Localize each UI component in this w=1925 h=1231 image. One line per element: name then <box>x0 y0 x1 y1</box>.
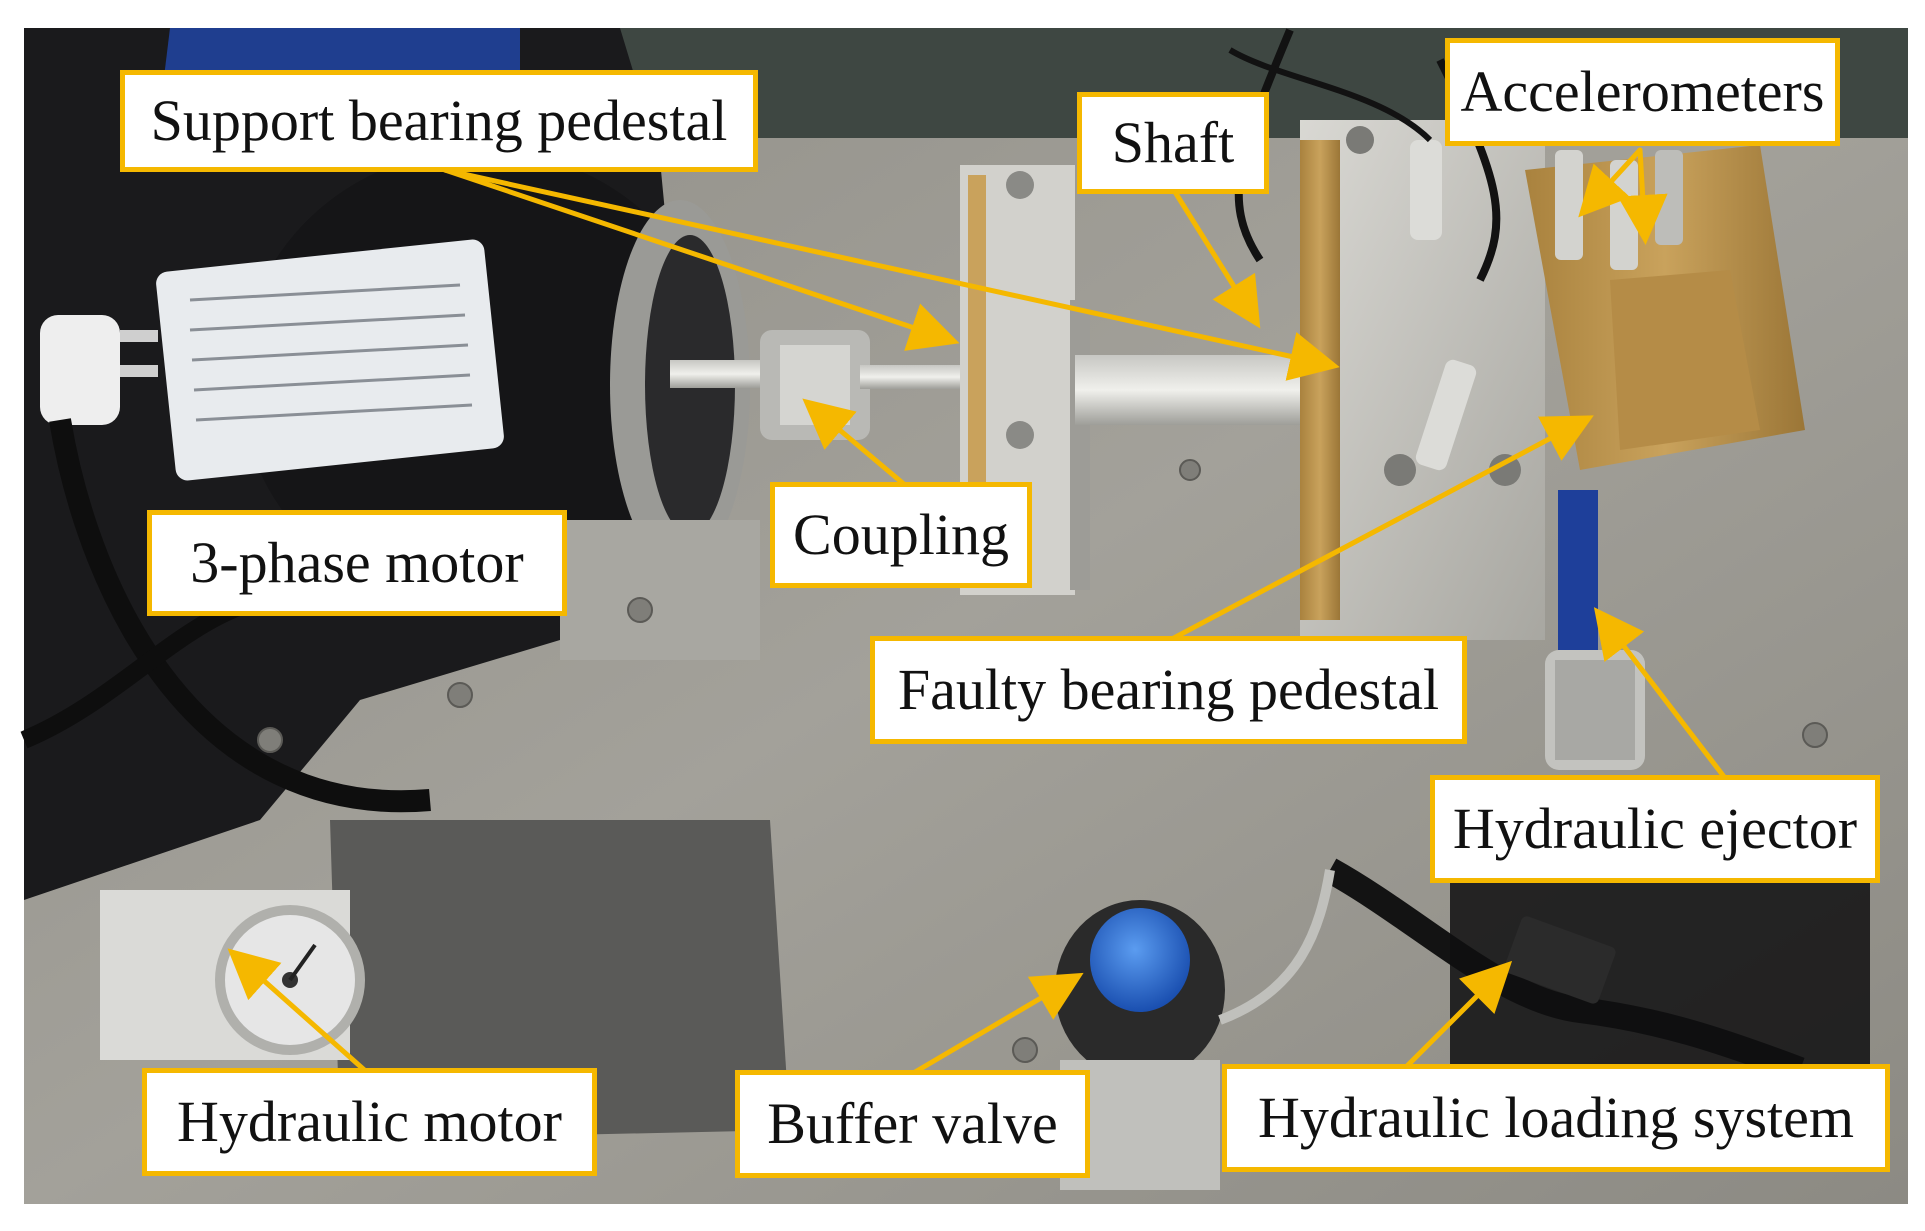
label-hydraulic-ejector: Hydraulic ejector <box>1430 775 1880 883</box>
label-hydraulic-loading-system: Hydraulic loading system <box>1222 1064 1890 1172</box>
label-3-phase-motor: 3-phase motor <box>147 510 567 616</box>
label-accelerometers: Accelerometers <box>1445 38 1840 146</box>
label-coupling: Coupling <box>770 482 1032 588</box>
label-shaft: Shaft <box>1077 92 1269 194</box>
label-hydraulic-motor: Hydraulic motor <box>142 1068 597 1176</box>
label-support-bearing-pedestal: Support bearing pedestal <box>120 70 758 172</box>
label-faulty-bearing-pedestal: Faulty bearing pedestal <box>870 636 1467 744</box>
label-buffer-valve: Buffer valve <box>735 1070 1090 1178</box>
